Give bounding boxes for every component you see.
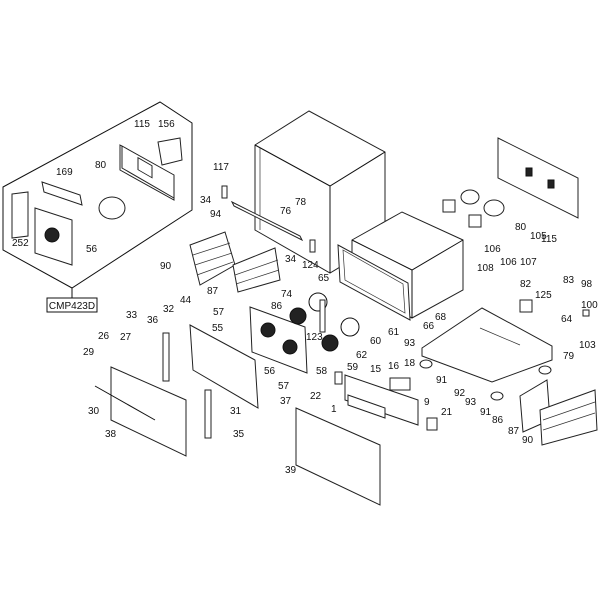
label-94: 94 xyxy=(210,209,222,220)
label-117: 117 xyxy=(213,162,229,173)
label-18: 18 xyxy=(404,358,416,369)
label-79: 79 xyxy=(563,351,575,362)
label-86b: 86 xyxy=(492,415,504,426)
label-59: 59 xyxy=(347,362,359,373)
label-105: 105 xyxy=(530,231,547,242)
label-56: 56 xyxy=(86,244,98,255)
label-32: 32 xyxy=(163,304,175,315)
label-35: 35 xyxy=(233,429,245,440)
label-125: 125 xyxy=(535,290,552,301)
kit-bracket-169 xyxy=(41,181,83,206)
label-100: 100 xyxy=(581,300,598,311)
label-22: 22 xyxy=(310,391,322,402)
label-44: 44 xyxy=(180,295,192,306)
label-115b: 115 xyxy=(541,234,557,245)
label-31: 31 xyxy=(230,406,242,417)
label-34: 34 xyxy=(200,195,212,206)
kit-enclosure: CMP423D xyxy=(2,101,193,313)
label-66: 66 xyxy=(423,321,435,332)
label-39: 39 xyxy=(285,465,297,476)
label-91: 91 xyxy=(436,375,448,386)
label-90b: 90 xyxy=(522,435,534,446)
label-82: 82 xyxy=(520,279,532,290)
kit-motor-80 xyxy=(98,196,126,220)
label-29: 29 xyxy=(83,347,95,358)
label-60: 60 xyxy=(370,336,382,347)
label-83: 83 xyxy=(563,275,575,286)
label-91b: 91 xyxy=(480,407,492,418)
label-21: 21 xyxy=(441,407,453,418)
part-labels: 115 156 169 80 252 56 117 34 94 78 76 34… xyxy=(12,119,598,476)
label-90: 90 xyxy=(160,261,172,272)
label-80b: 80 xyxy=(515,222,527,233)
label-106: 106 xyxy=(484,244,501,255)
door-gasket-65 xyxy=(337,244,411,321)
label-38: 38 xyxy=(105,429,117,440)
label-34b: 34 xyxy=(285,254,297,265)
kit-cover-252 xyxy=(11,191,29,239)
control-strip-9 xyxy=(344,374,419,426)
label-108: 108 xyxy=(477,263,494,274)
label-93: 93 xyxy=(404,338,416,349)
label-78: 78 xyxy=(295,197,307,208)
label-58: 58 xyxy=(316,366,328,377)
label-169: 169 xyxy=(56,167,73,178)
label-86: 86 xyxy=(271,301,283,312)
label-68: 68 xyxy=(435,312,447,323)
label-16: 16 xyxy=(388,361,400,372)
label-156: 156 xyxy=(158,119,175,130)
glass-37 xyxy=(189,324,259,409)
rack-87-left xyxy=(232,247,281,293)
rack-90-left xyxy=(189,231,236,286)
label-87: 87 xyxy=(207,286,219,297)
label-37: 37 xyxy=(280,396,292,407)
label-98: 98 xyxy=(581,279,593,290)
label-15: 15 xyxy=(370,364,382,375)
label-115: 115 xyxy=(134,119,150,130)
label-64: 64 xyxy=(561,314,573,325)
label-62: 62 xyxy=(356,350,368,361)
label-74: 74 xyxy=(281,289,293,300)
motor-80a xyxy=(460,189,480,205)
kit-box-156 xyxy=(157,137,183,166)
baffle-56 xyxy=(249,306,308,374)
motor-80b xyxy=(483,199,505,217)
label-33: 33 xyxy=(126,310,138,321)
label-106b: 106 xyxy=(500,257,517,268)
label-36: 36 xyxy=(147,315,159,326)
label-92: 92 xyxy=(454,388,466,399)
label-26: 26 xyxy=(98,331,110,342)
label-55: 55 xyxy=(212,323,224,334)
label-103: 103 xyxy=(579,340,596,351)
front-door-39 xyxy=(295,407,381,506)
rear-panel-115 xyxy=(497,137,579,219)
label-30: 30 xyxy=(88,406,100,417)
label-61: 61 xyxy=(388,327,400,338)
label-57: 57 xyxy=(213,307,225,318)
label-80: 80 xyxy=(95,160,107,171)
door-panel-38 xyxy=(110,366,187,457)
label-56b: 56 xyxy=(264,366,276,377)
label-57b: 57 xyxy=(278,381,290,392)
trim-rail-94 xyxy=(230,200,304,242)
label-plate-1 xyxy=(347,394,386,419)
label-65: 65 xyxy=(318,273,330,284)
label-107: 107 xyxy=(520,257,537,268)
base-plate-92 xyxy=(421,307,553,383)
label-93b: 93 xyxy=(465,397,477,408)
kit-label: CMP423D xyxy=(49,301,95,312)
label-87b: 87 xyxy=(508,426,520,437)
label-123: 123 xyxy=(306,332,323,343)
label-124: 124 xyxy=(302,260,319,271)
label-9: 9 xyxy=(424,397,430,408)
label-252: 252 xyxy=(12,238,29,249)
label-27: 27 xyxy=(120,332,132,343)
rack-90-right xyxy=(539,389,598,446)
oven-cavity xyxy=(337,211,464,321)
label-76: 76 xyxy=(280,206,292,217)
label-1: 1 xyxy=(331,404,337,415)
